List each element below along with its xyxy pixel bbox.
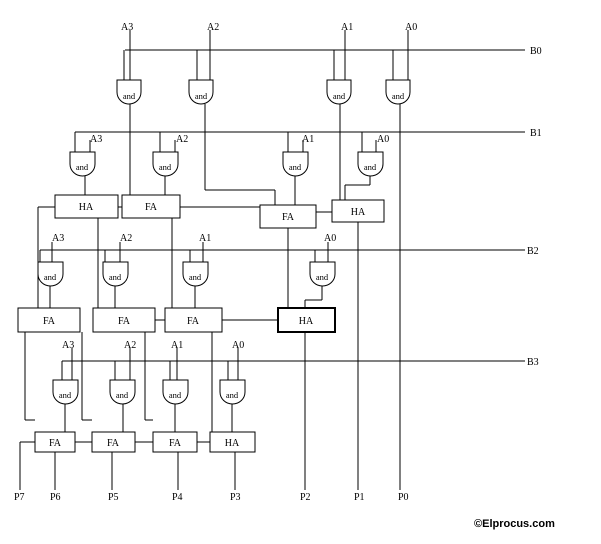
and-gate-r3-a0 — [219, 379, 246, 405]
full-adder-l1-b — [259, 204, 317, 229]
and-gate-r1-a0 — [357, 151, 384, 177]
gate-label: and — [333, 91, 346, 101]
half-adder-label: HA — [225, 438, 240, 449]
full-adder-label: FA — [118, 316, 131, 327]
label-a1: A1 — [199, 233, 211, 244]
wires — [19, 30, 525, 490]
full-adder-l3-c — [152, 431, 198, 453]
label-b1: B1 — [530, 128, 542, 139]
half-adder-label: HA — [299, 316, 314, 327]
gate-label: and — [59, 390, 72, 400]
label-a1: A1 — [302, 134, 314, 145]
gate-label: and — [226, 390, 239, 400]
full-adder-label: FA — [282, 212, 295, 223]
label-a0: A0 — [377, 134, 389, 145]
label-b2: B2 — [527, 246, 539, 257]
gate-labels: and and and and and and and and and and … — [44, 91, 405, 400]
gate-label: and — [76, 162, 89, 172]
full-adder-label: FA — [145, 202, 158, 213]
label-a2: A2 — [124, 340, 136, 351]
full-adder-label: FA — [187, 316, 200, 327]
and-gate-r1-a2 — [152, 151, 179, 177]
and-gates — [37, 79, 411, 405]
label-p1: P1 — [354, 492, 365, 503]
label-a3: A3 — [62, 340, 74, 351]
label-a2: A2 — [120, 233, 132, 244]
gate-label: and — [316, 272, 329, 282]
gate-label: and — [392, 91, 405, 101]
and-gate-r2-a3 — [37, 261, 64, 287]
full-adder-l1-a — [121, 194, 181, 219]
and-gate-r0-a2 — [188, 79, 214, 105]
gate-label: and — [189, 272, 202, 282]
full-adder-l2-b — [92, 307, 156, 333]
elprocus-watermark: ©Elprocus.com — [474, 518, 555, 530]
label-b3: B3 — [527, 357, 539, 368]
label-p0: P0 — [398, 492, 409, 503]
label-a0: A0 — [324, 233, 336, 244]
and-gate-r2-a0 — [309, 261, 336, 287]
full-adder-l2-a — [17, 307, 81, 333]
label-p6: P6 — [50, 492, 61, 503]
full-adder-label: FA — [43, 316, 56, 327]
label-b0: B0 — [530, 46, 542, 57]
half-adder-label: HA — [351, 207, 366, 218]
label-a3: A3 — [52, 233, 64, 244]
gate-label: and — [195, 91, 208, 101]
half-adder-l1-b — [331, 199, 385, 223]
full-adder-label: FA — [49, 438, 62, 449]
and-gate-r3-a2 — [109, 379, 136, 405]
label-a2: A2 — [176, 134, 188, 145]
full-adder-l2-c — [164, 307, 223, 333]
product-labels: P7 P6 P5 P4 P3 P2 P1 P0 — [14, 492, 409, 503]
b-input-labels: B0 B1 B2 B3 — [527, 46, 542, 368]
label-a0: A0 — [232, 340, 244, 351]
full-adder-l3-b — [91, 431, 136, 453]
full-adder-l3-a — [34, 431, 76, 453]
and-gate-r3-a1 — [162, 379, 189, 405]
label-a3: A3 — [121, 22, 133, 33]
and-gate-r1-a3 — [69, 151, 96, 177]
half-adder-l2 — [277, 307, 336, 333]
gate-label: and — [109, 272, 122, 282]
label-a0: A0 — [405, 22, 417, 33]
label-a1: A1 — [341, 22, 353, 33]
gate-label: and — [364, 162, 377, 172]
and-gate-r1-a1 — [282, 151, 309, 177]
and-gate-r2-a2 — [102, 261, 129, 287]
and-gate-r0-a0 — [385, 79, 411, 105]
gate-label: and — [116, 390, 129, 400]
gate-label: and — [169, 390, 182, 400]
and-gate-r3-a3 — [52, 379, 79, 405]
adder-blocks — [17, 194, 385, 453]
half-adder-l3 — [209, 431, 256, 453]
full-adder-label: FA — [169, 438, 182, 449]
label-p2: P2 — [300, 492, 311, 503]
label-a1: A1 — [171, 340, 183, 351]
a-input-labels: A3 A2 A1 A0 A3 A2 A1 A0 A3 A2 A1 A0 A3 A… — [52, 22, 417, 351]
label-p4: P4 — [172, 492, 183, 503]
half-adder-l1-a — [54, 194, 119, 219]
gate-label: and — [123, 91, 136, 101]
label-a2: A2 — [207, 22, 219, 33]
label-p3: P3 — [230, 492, 241, 503]
and-gate-r0-a3 — [116, 79, 142, 105]
half-adder-label: HA — [79, 202, 94, 213]
and-gate-r2-a1 — [182, 261, 209, 287]
gate-label: and — [159, 162, 172, 172]
label-p5: P5 — [108, 492, 119, 503]
gate-label: and — [289, 162, 302, 172]
adder-labels: HA FA FA HA FA FA FA HA FA FA FA HA — [43, 202, 366, 449]
full-adder-label: FA — [107, 438, 120, 449]
label-p7: P7 — [14, 492, 25, 503]
and-gate-r0-a1 — [326, 79, 352, 105]
gate-label: and — [44, 272, 57, 282]
label-a3: A3 — [90, 134, 102, 145]
